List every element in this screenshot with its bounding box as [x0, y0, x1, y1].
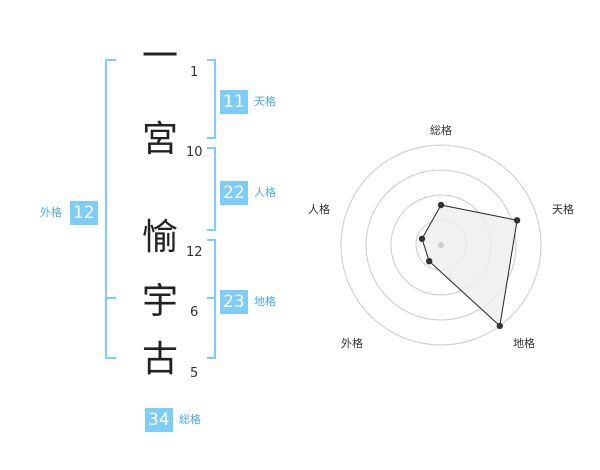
- jinkaku-label: 人格: [254, 186, 276, 199]
- tenkaku-bracket: [207, 59, 216, 139]
- stroke-count-3: 12: [186, 245, 203, 260]
- gaikaku-value-badge: 12: [70, 201, 98, 225]
- gaikaku-bracket: [105, 59, 116, 359]
- radar-point-3: [496, 322, 503, 330]
- radar-point-5: [418, 235, 426, 242]
- jinkaku-value-badge: 22: [220, 181, 248, 205]
- name-char-1: 一: [141, 36, 178, 77]
- radar-ring: [340, 144, 542, 346]
- name-char-3: 愉: [141, 217, 178, 258]
- gaikaku-label: 外格: [40, 206, 62, 219]
- radar-point-2: [513, 217, 521, 224]
- radar-center-dot: [438, 242, 444, 248]
- radar-label-jinkaku: 人格: [308, 203, 330, 216]
- stroke-count-5: 5: [190, 366, 199, 381]
- radar-point-1: [437, 201, 445, 209]
- radar-label-chikaku: 地格: [513, 337, 535, 350]
- radar-ring: [365, 169, 517, 321]
- stroke-count-1: 1: [190, 65, 199, 80]
- radar-label-soukaku: 総格: [430, 124, 452, 137]
- soukaku-label: 総格: [179, 413, 201, 426]
- radar-polygon: [421, 204, 518, 327]
- name-char-2: 宮: [141, 119, 178, 160]
- soukaku-value-badge: 34: [145, 408, 173, 432]
- tenkaku-value-badge: 11: [220, 90, 248, 114]
- radar-label-gaikaku: 外格: [341, 337, 363, 350]
- chikaku-label: 地格: [254, 295, 276, 308]
- jinkaku-bracket: [207, 147, 216, 231]
- radar-point-4: [426, 258, 433, 265]
- tenkaku-label: 天格: [254, 95, 276, 108]
- radar-label-tenkaku: 天格: [552, 203, 574, 216]
- stroke-count-2: 10: [186, 145, 203, 160]
- chikaku-value-badge: 23: [220, 290, 248, 314]
- name-char-5: 古: [141, 339, 178, 380]
- name-char-4: 宇: [141, 281, 178, 322]
- stroke-count-4: 6: [190, 305, 199, 320]
